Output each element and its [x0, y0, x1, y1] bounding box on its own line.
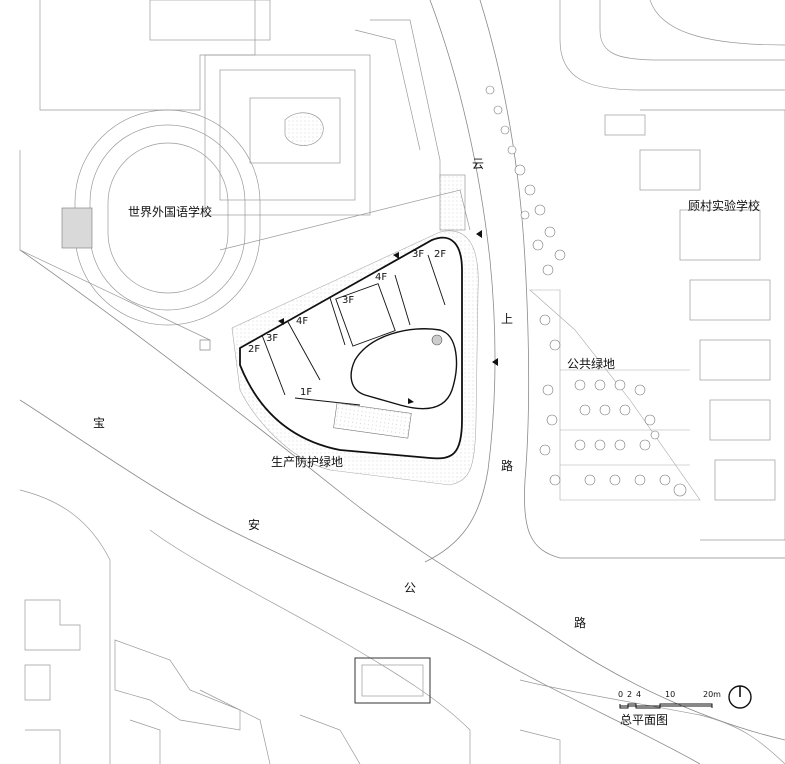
scale-title: 总平面图: [620, 713, 669, 727]
scale-tick-10: 10: [665, 690, 676, 699]
floor-label-3f-middle: 3F: [342, 295, 355, 306]
label-public-green: 公共绿地: [567, 357, 616, 371]
south-residential: [19, 489, 785, 764]
scale-bar: [619, 703, 713, 709]
north-arrow: [728, 685, 752, 709]
road-label-bao: 宝: [93, 416, 106, 430]
tree-canopies: [485, 85, 687, 497]
roads: [19, 0, 785, 764]
project-site: [199, 230, 498, 486]
floor-partitions: [261, 254, 446, 406]
floor-label-4f-east: 4F: [375, 272, 388, 283]
scale-tick-0: 0: [618, 690, 624, 699]
road-label-an: 安: [248, 518, 261, 532]
scale-tick-4: 4: [636, 690, 642, 699]
floor-label-2f-east: 2F: [434, 249, 447, 260]
label-school-gucun: 顾村实验学校: [688, 199, 761, 213]
floor-label-3f-east: 3F: [412, 249, 425, 260]
school-world-block: [19, 0, 471, 341]
yunshang-road-west-edge: [424, 0, 496, 563]
scale-tick-20m: 20m: [703, 690, 721, 699]
road-label-gong: 公: [404, 581, 417, 595]
public-green-area: [485, 85, 701, 501]
label-school-world: 世界外国语学校: [128, 205, 213, 219]
yunshang-road-east-edge: [479, 0, 561, 559]
floor-label-1f: 1F: [300, 387, 313, 398]
label-protect-green: 生产防护绿地: [271, 455, 344, 469]
north-east-blocks: [559, 0, 785, 541]
road-label-lu-1: 路: [501, 459, 514, 473]
inner-courtyard: [350, 328, 458, 410]
road-label-shang: 上: [501, 312, 514, 326]
floor-label-3f-west: 3F: [266, 333, 279, 344]
floor-label-4f-west: 4F: [296, 316, 309, 327]
road-label-lu-2: 路: [574, 616, 587, 630]
scale-tick-2: 2: [627, 690, 633, 699]
road-label-yun: 云: [472, 157, 485, 171]
baoan-road-north-edge: [19, 249, 785, 741]
floor-label-2f-west: 2F: [248, 344, 261, 355]
baoan-road-south-edge: [19, 399, 701, 764]
entry-arrows: [278, 230, 498, 404]
